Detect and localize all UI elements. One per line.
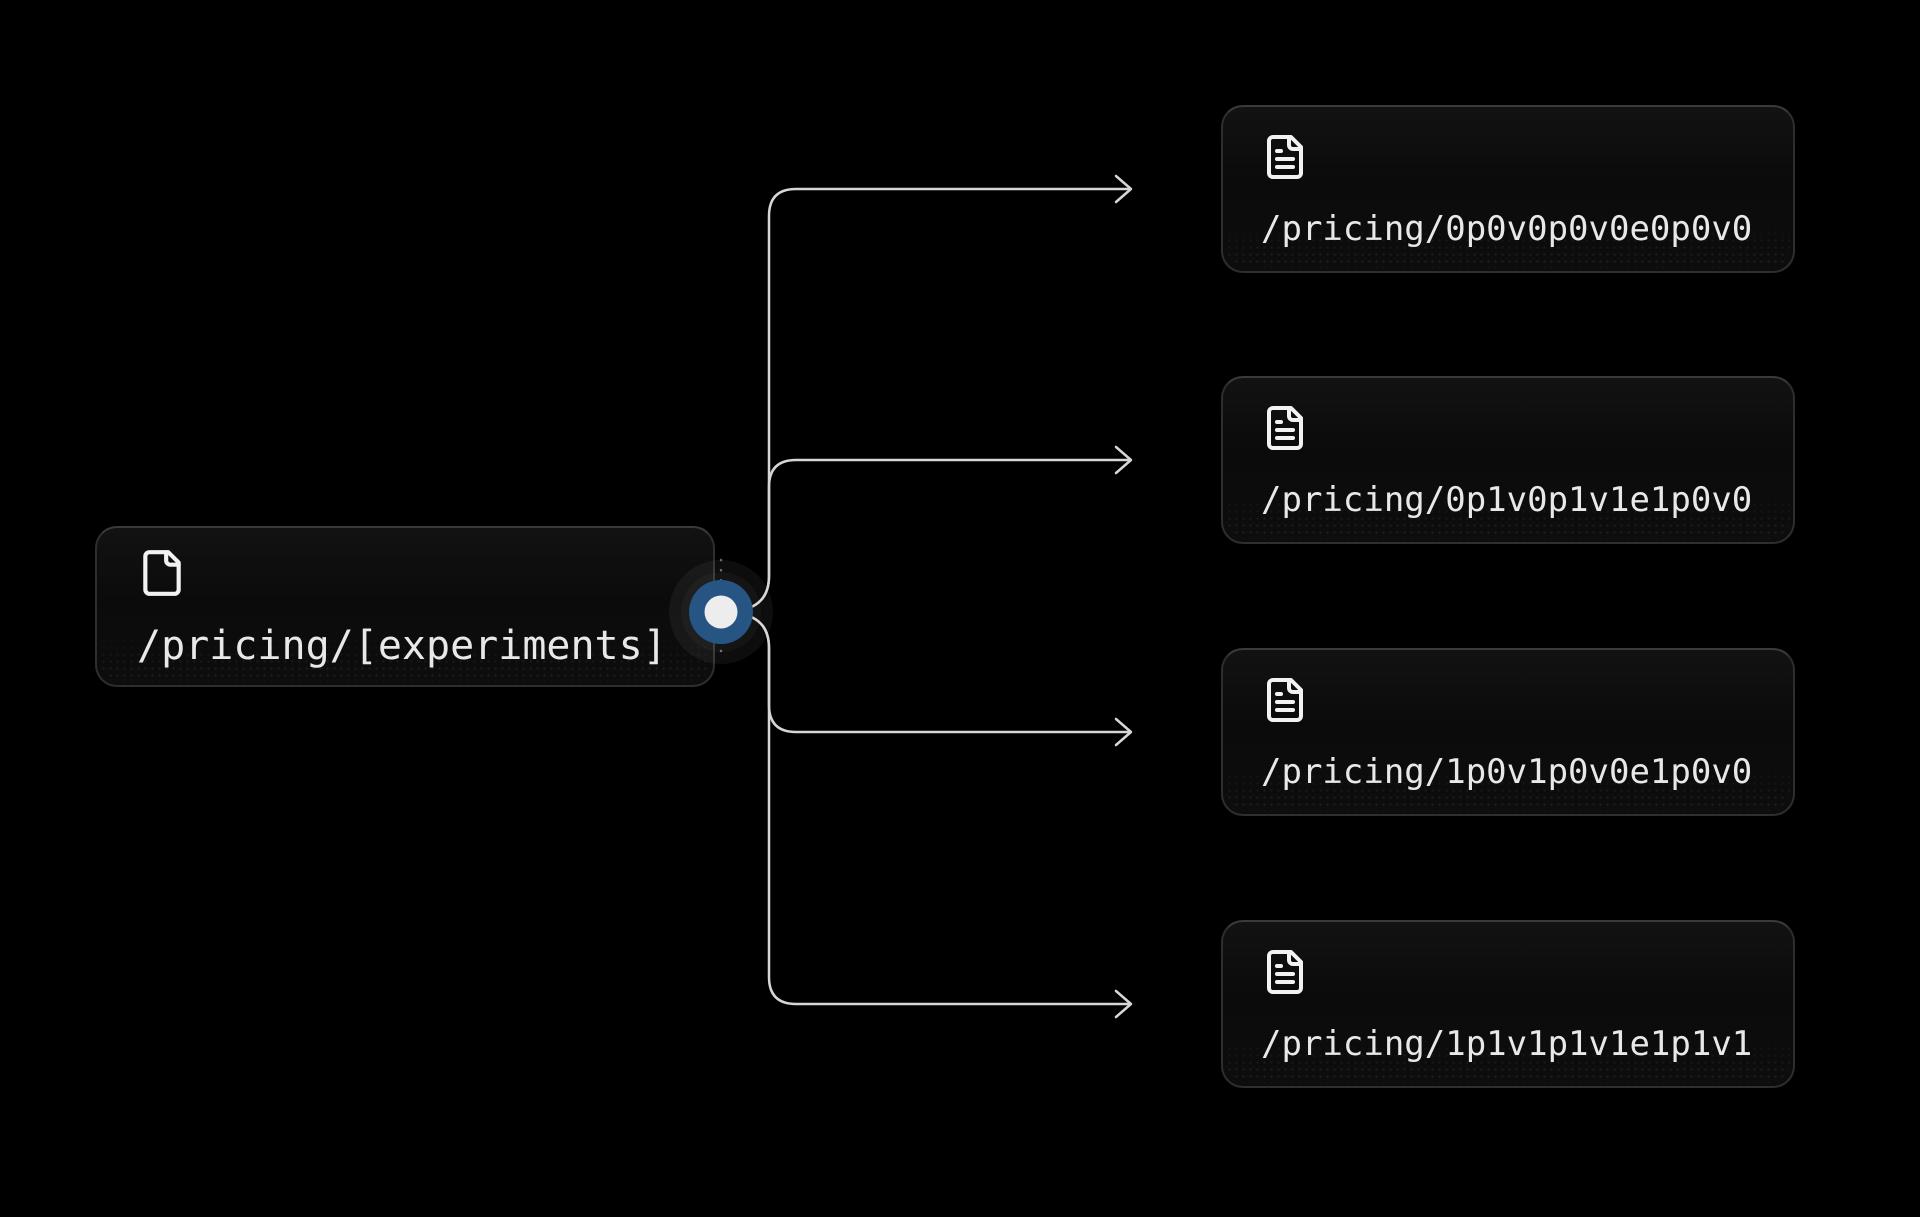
edge-to-target-3 [719, 610, 1132, 734]
route-node-target-4[interactable]: /pricing/1p1v1p1v1e1p1v1 [1221, 920, 1795, 1088]
arrowhead-icon [1114, 717, 1133, 747]
route-node-target-2[interactable]: /pricing/0p1v0p1v1e1p0v0 [1221, 376, 1795, 544]
arrowhead-icon [1114, 989, 1133, 1019]
route-node-target-3[interactable]: /pricing/1p0v1p0v0e1p0v0 [1221, 648, 1795, 816]
edge-to-target-2 [719, 458, 1132, 614]
route-label: /pricing/0p1v0p1v1e1p0v0 [1261, 480, 1753, 520]
arrowhead-icon [1114, 445, 1133, 475]
file-text-icon [1267, 135, 1303, 179]
file-icon [143, 550, 181, 596]
file-text-icon [1267, 678, 1303, 722]
edge-to-target-4 [719, 610, 1132, 1006]
edge-to-target-1 [719, 187, 1132, 614]
arrowhead-icon [1114, 174, 1133, 204]
route-node-source[interactable]: /pricing/[experiments] [95, 526, 715, 687]
file-text-icon [1267, 406, 1303, 450]
route-label: /pricing/[experiments] [137, 623, 667, 669]
route-node-target-1[interactable]: /pricing/0p0v0p0v0e0p0v0 [1221, 105, 1795, 273]
route-label: /pricing/1p1v1p1v1e1p1v1 [1261, 1024, 1753, 1064]
file-text-icon [1267, 950, 1303, 994]
route-label: /pricing/1p0v1p0v0e1p0v0 [1261, 752, 1753, 792]
route-label: /pricing/0p0v0p0v0e0p0v0 [1261, 209, 1753, 249]
